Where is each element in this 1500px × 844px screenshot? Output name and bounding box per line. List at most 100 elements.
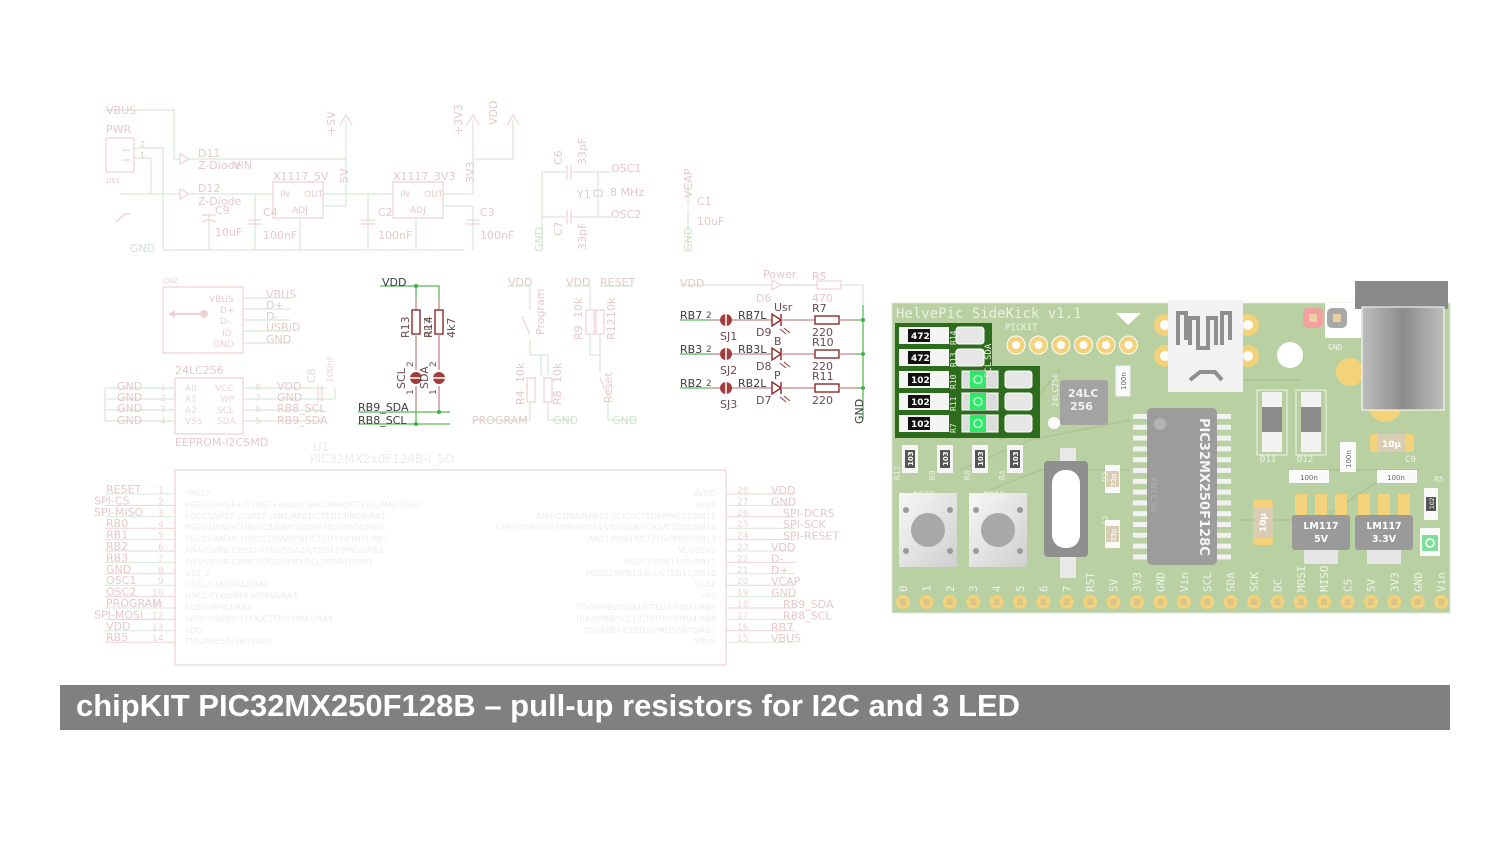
crystal [1044,448,1088,578]
pin-name: TDI/RPB7/CTED3/PMD5/INT0/RB7 [583,626,716,635]
u1-ref: U1 [313,440,329,454]
solder-jumper-pad [955,326,985,345]
led-color: Usr [774,301,793,314]
pin-name: A1 [185,395,197,405]
vdd-label: VDD [487,101,500,125]
resistor-ref: R4 [998,470,1007,480]
c3-value: 100nF [480,229,514,242]
pickit-label: PICKIT [1005,323,1038,333]
net-label: GND [117,414,142,427]
pin-num: 27 [737,497,748,507]
jumper-label: SJ2 [720,364,737,377]
pin-num: 4 [160,417,166,427]
pin-label: 7 [1061,585,1074,592]
pin-num: 2 [706,345,712,355]
pin-num: 24 [737,532,749,542]
pin-label: GND [1154,572,1167,592]
r13-value: 4k7 [422,318,435,338]
buttons-section: VDD Program R4 10k R8 10k PROGRAM GND VD… [472,276,637,427]
led-label: D7 [756,394,771,407]
prog-button[interactable]: PROG [969,491,1027,567]
c6-value: 33pF [576,138,589,165]
reg5v-label: X1117_5V [273,170,329,183]
pin-name: WP [220,395,235,405]
c3-label: C3 [480,206,495,219]
power-supply-section: VBUS PWR U$1 2 1 D11 Z-Diode VIN D12 Z-D… [105,101,520,255]
gnd-net: GND [853,399,866,424]
pin-name: SDA [217,417,236,427]
pin-label: RST [1084,572,1097,592]
solder-jumper-pad [955,348,985,367]
pwr-label: PWR [106,123,132,136]
c1-value: 10uF [697,215,724,228]
pin-num: 14 [152,634,164,644]
c7-value: 33pF [576,223,589,250]
pin-name: VCAP [695,580,717,589]
pin-label: 1 [140,151,145,160]
pin-num: 1 [158,486,164,496]
pin-label: SDA [1225,572,1238,592]
5v-label: 5V [338,168,351,183]
r9-label: R9 [572,325,585,340]
reg-in: IN [400,190,409,200]
mcu-net: VCAP [771,575,801,588]
vin-label: VIN [233,159,252,172]
usb-connector-section: CN2 VBUS D+ D- ID GND VBUS D+ D- USBID G… [162,277,300,354]
pin-label: 5V [1365,578,1378,592]
resistor-ref: R8 [963,470,972,480]
i2c-pullup-section: VDD RB9_SDA RB8_SCL R13 R14 4k7 4k7 SCL … [358,276,458,427]
mcu-net: RB0 [106,517,128,530]
led-on [970,371,986,388]
resistor-ref: R13 [949,352,958,367]
solder-jumper-pad [1004,370,1033,389]
r12-value: 10k [605,297,618,318]
mcu-net: VBUS [771,632,801,645]
pin-num: 2 [160,394,166,404]
oscillator-section: C6 33pF OSC1 Y1 8 MHz OSC2 C7 33pF GND V… [533,138,724,252]
led-net: RB3L [738,343,767,356]
pin-label: Vin [1435,572,1448,592]
program-net: PROGRAM [472,414,528,427]
mcu-net: OSC1 [106,574,136,587]
c6-label: C6 [1100,472,1109,482]
eeprom-chip-label: 24LC [1068,387,1098,400]
u1-label: U$1 [106,177,120,185]
pin-name: PGEC1/AN3/C1INC/C2INA/RPB1/CTED12/PMD1/R… [185,535,388,544]
resistor-code: 102 [911,420,930,430]
pin-name: OSC1/CLKI/RPA2/RA2 [185,580,269,589]
led-net: RB7L [738,309,767,322]
mcu-net: SPI-MOSI [94,608,143,621]
c9-label: C9 [1405,455,1416,465]
r13-label: R13 [399,316,412,338]
net-label: GND [277,391,302,404]
reset-button[interactable]: RESE [899,491,957,567]
reg-adj: ADJ [410,206,426,216]
gnd-label: GND [533,227,546,252]
program-switch-label: Program [534,289,547,335]
net-label: RB9_SDA [277,414,328,427]
scl-label: SCL [984,362,994,378]
u1-name: PIC32MX2x0F128B-I_SO [310,452,454,466]
prog-label: PROG [983,491,1005,501]
mcu-net: OSC2 [106,586,136,599]
pin-num: 18 [737,600,749,610]
net-label: GND [117,391,142,404]
pin-name: VSS [185,417,203,427]
dc-jack [1355,281,1448,309]
pin-name: *MCLR [185,489,212,498]
pin-num: 23 [737,543,748,553]
pin-name: SOSCI/RPB4/RB4 [185,603,252,612]
cap-c4: 100n [1289,470,1329,483]
mcu-net: RB7 [771,621,793,634]
reset-net: RESET [600,276,636,289]
cap-c6: 33p [1105,465,1120,493]
pin-name: VUSB3V3 [678,546,716,555]
resistor-value: 220 [812,394,833,407]
mcu-net: GND [771,587,796,600]
solder-jumper-pad [1004,392,1033,411]
pin-label: 4 [991,585,1004,592]
pin-name: AN4/C1INB/C2IND/RPB2/SDA2/CTED13/PMD2/RB… [185,546,384,555]
usb-connector [1154,300,1259,392]
